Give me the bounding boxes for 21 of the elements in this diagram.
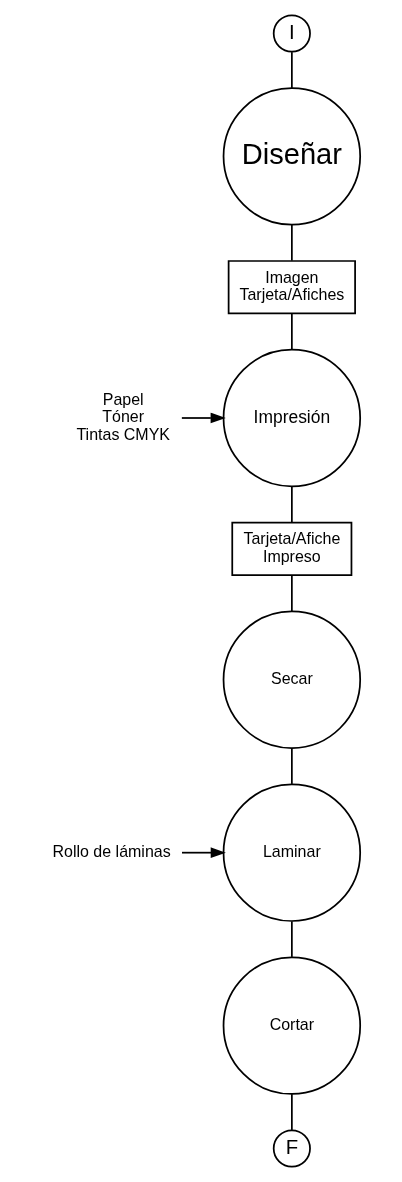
node-circle: Secar [222,610,362,749]
node-box: Tarjeta/Afiche Impreso [231,521,353,576]
connector [291,223,293,262]
node-circle: Impresión [222,348,362,488]
arrow [181,412,226,424]
connector [291,313,293,351]
connector [291,1093,293,1131]
connector [291,51,293,89]
node-text: Papel Tóner Tintas CMYK [76,390,171,443]
node-box: Imagen Tarjeta/Afiches [227,260,356,315]
node-circle: Laminar [222,783,362,922]
node-circle: Cortar [222,956,362,1095]
connector [291,920,293,958]
connector [291,574,293,612]
node-text: Rollo de láminas [52,842,171,860]
node-circle: F [272,1129,311,1168]
node-circle: Diseñar [222,87,362,226]
connector [291,747,293,785]
node-circle: I [272,14,311,53]
connector [291,485,293,524]
arrow [181,847,226,858]
